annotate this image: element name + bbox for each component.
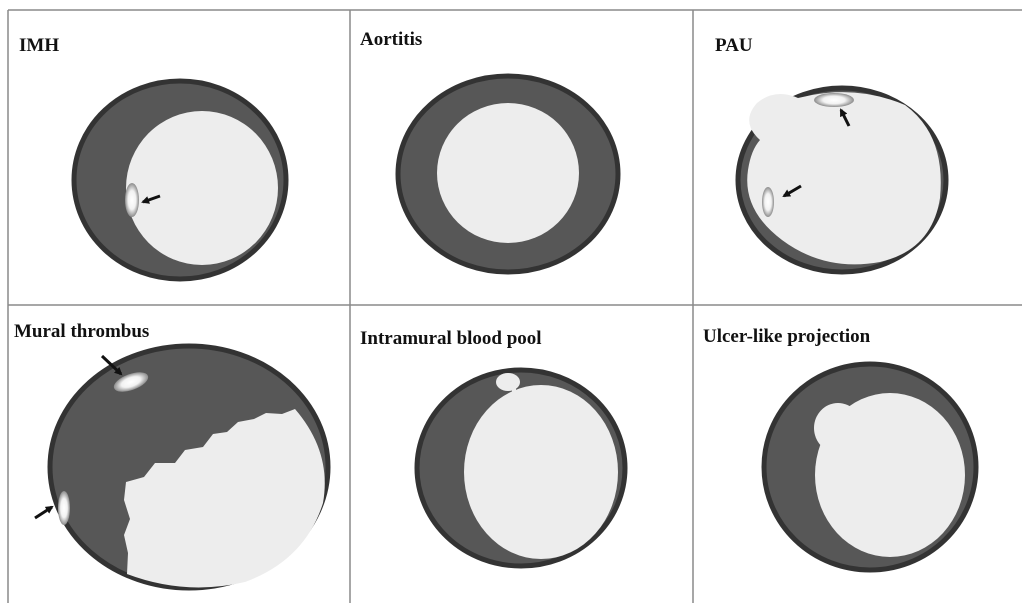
label-aortitis: Aortitis xyxy=(360,30,422,49)
ulcer-like-projection-illustration xyxy=(764,364,976,570)
aortitis-illustration xyxy=(398,76,618,272)
imh-lumen xyxy=(126,111,278,265)
aortitis-lumen xyxy=(437,103,579,243)
mural-thrombus-focus-side xyxy=(58,491,70,525)
intramural-blood-pool-illustration xyxy=(417,370,625,566)
label-mural-thrombus: Mural thrombus xyxy=(14,322,149,341)
ulcer-like-projection-bulge xyxy=(814,403,862,453)
label-intramural-blood-pool: Intramural blood pool xyxy=(360,329,542,348)
intramural-blood-pool-communication xyxy=(512,388,516,398)
imh-illustration xyxy=(74,81,286,279)
pau-ulcer-focus-top xyxy=(814,93,854,107)
pau-ulcer-focus-side xyxy=(762,187,774,217)
intramural-blood-pool-lumen xyxy=(464,385,618,559)
intramural-blood-pool-pocket xyxy=(496,373,520,391)
label-imh: IMH xyxy=(19,36,59,55)
mural-thrombus-arrow-side-icon xyxy=(35,507,52,518)
pau-illustration xyxy=(738,88,946,272)
mural-thrombus-illustration xyxy=(35,346,328,588)
label-ulcer-like-projection: Ulcer-like projection xyxy=(703,327,870,346)
imh-hematoma-focus xyxy=(125,183,139,217)
label-pau: PAU xyxy=(715,36,753,55)
